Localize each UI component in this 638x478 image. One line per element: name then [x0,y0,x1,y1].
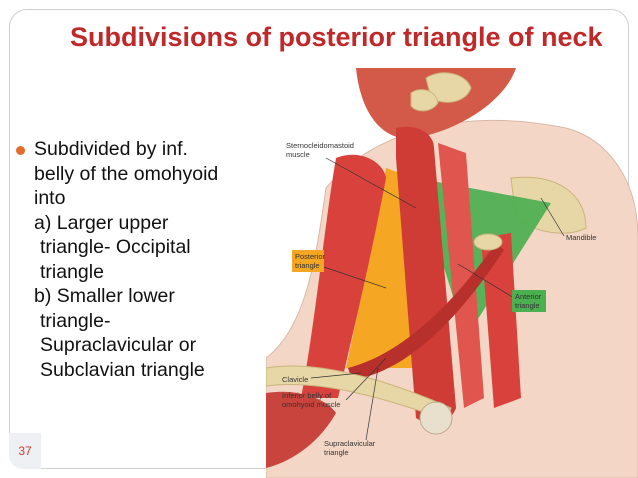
bullet-line: belly of the omohyoid [34,162,219,185]
sub-item-b-line: Subclavian triangle [40,358,205,381]
label-anterior-2: triangle [515,301,540,310]
bullet-dot-icon [16,146,25,155]
sub-item-a-line: a) Larger upper [34,211,169,234]
sub-item-b-line: b) Smaller lower [34,285,175,307]
label-scm-2: muscle [286,150,310,159]
label-clavicle: Clavicle [282,375,308,384]
leader-line-anterior [457,263,515,299]
page-number: 37 [9,433,41,469]
sternoclavicular-joint [419,401,453,435]
sub-item-a-line: triangle- Occipital [40,236,191,258]
label-mandible: Mandible [566,233,596,242]
hyoid-bone [473,233,503,251]
leader-line-posterior [320,265,387,289]
leader-line-omohyoid [345,357,387,401]
strap-muscles [481,233,521,408]
label-omohyoid-2: omohyoid muscle [282,400,340,409]
leader-line-mandible [540,197,565,237]
bullet-list: Subdivided by inf. belly of the omohyoid… [14,137,269,382]
sub-item-b-line: triangle- [40,309,111,332]
bullet-item: Subdivided by inf. belly of the omohyoid… [14,137,269,211]
sub-item-a: a) Larger upper triangle- Occipital tria… [14,211,269,285]
bullet-line: into [34,187,66,209]
slide-title: Subdivisions of posterior triangle of ne… [70,22,603,52]
label-posterior-1: Posterior [295,252,326,261]
label-anterior-1: Anterior [515,292,542,301]
posterior-label-box [292,250,324,272]
sternocleidomastoid-head [438,143,484,408]
label-supraclav-1: Supraclavicular [324,439,376,448]
sub-item-a-line: triangle [40,260,104,283]
label-scm-1: Sternocleidomastoid [286,141,354,150]
leader-line-scm [325,157,417,209]
vertebra-bone-2 [410,89,439,112]
label-omohyoid-1: Inferior belly of [282,391,332,400]
sub-item-b-line: Supraclavicular or [40,334,197,356]
leader-line-supraclav [365,367,379,441]
neck-anatomy-illustration: Sternocleidomastoid muscle Mandible Post… [266,68,638,478]
label-posterior-2: triangle [295,261,320,270]
vertebra-bone [425,72,472,103]
shoulder-muscle [266,391,336,468]
bullet-line: Subdivided by inf. [34,138,188,160]
leader-line-clavicle [310,372,362,379]
anterior-label-box [512,290,546,312]
label-supraclav-2: triangle [324,448,349,457]
sub-item-b: b) Smaller lower triangle- Supraclavicul… [14,284,269,382]
trapezius-muscle [301,154,386,398]
omohyoid-muscle [348,243,504,380]
